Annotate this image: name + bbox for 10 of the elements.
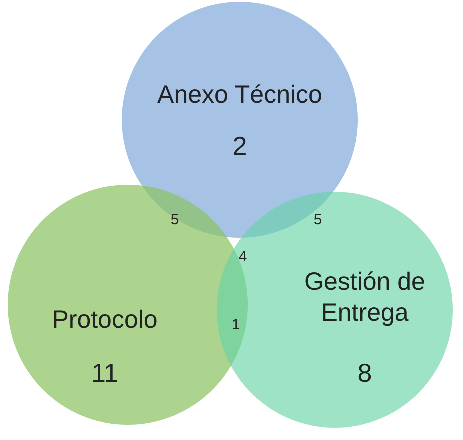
node-title: Anexo Técnico [156,80,324,111]
node-count: 8 [356,357,374,390]
overlap-count: 5 [314,212,322,228]
overlap-count: 1 [232,316,240,334]
overlap-count: 4 [238,248,248,266]
node-title: Gestión de Entrega [304,267,426,330]
node-count: 11 [90,357,120,390]
node-count: 2 [232,130,248,162]
node-title: Protocolo [51,305,159,336]
overlap-count: 5 [170,212,180,228]
